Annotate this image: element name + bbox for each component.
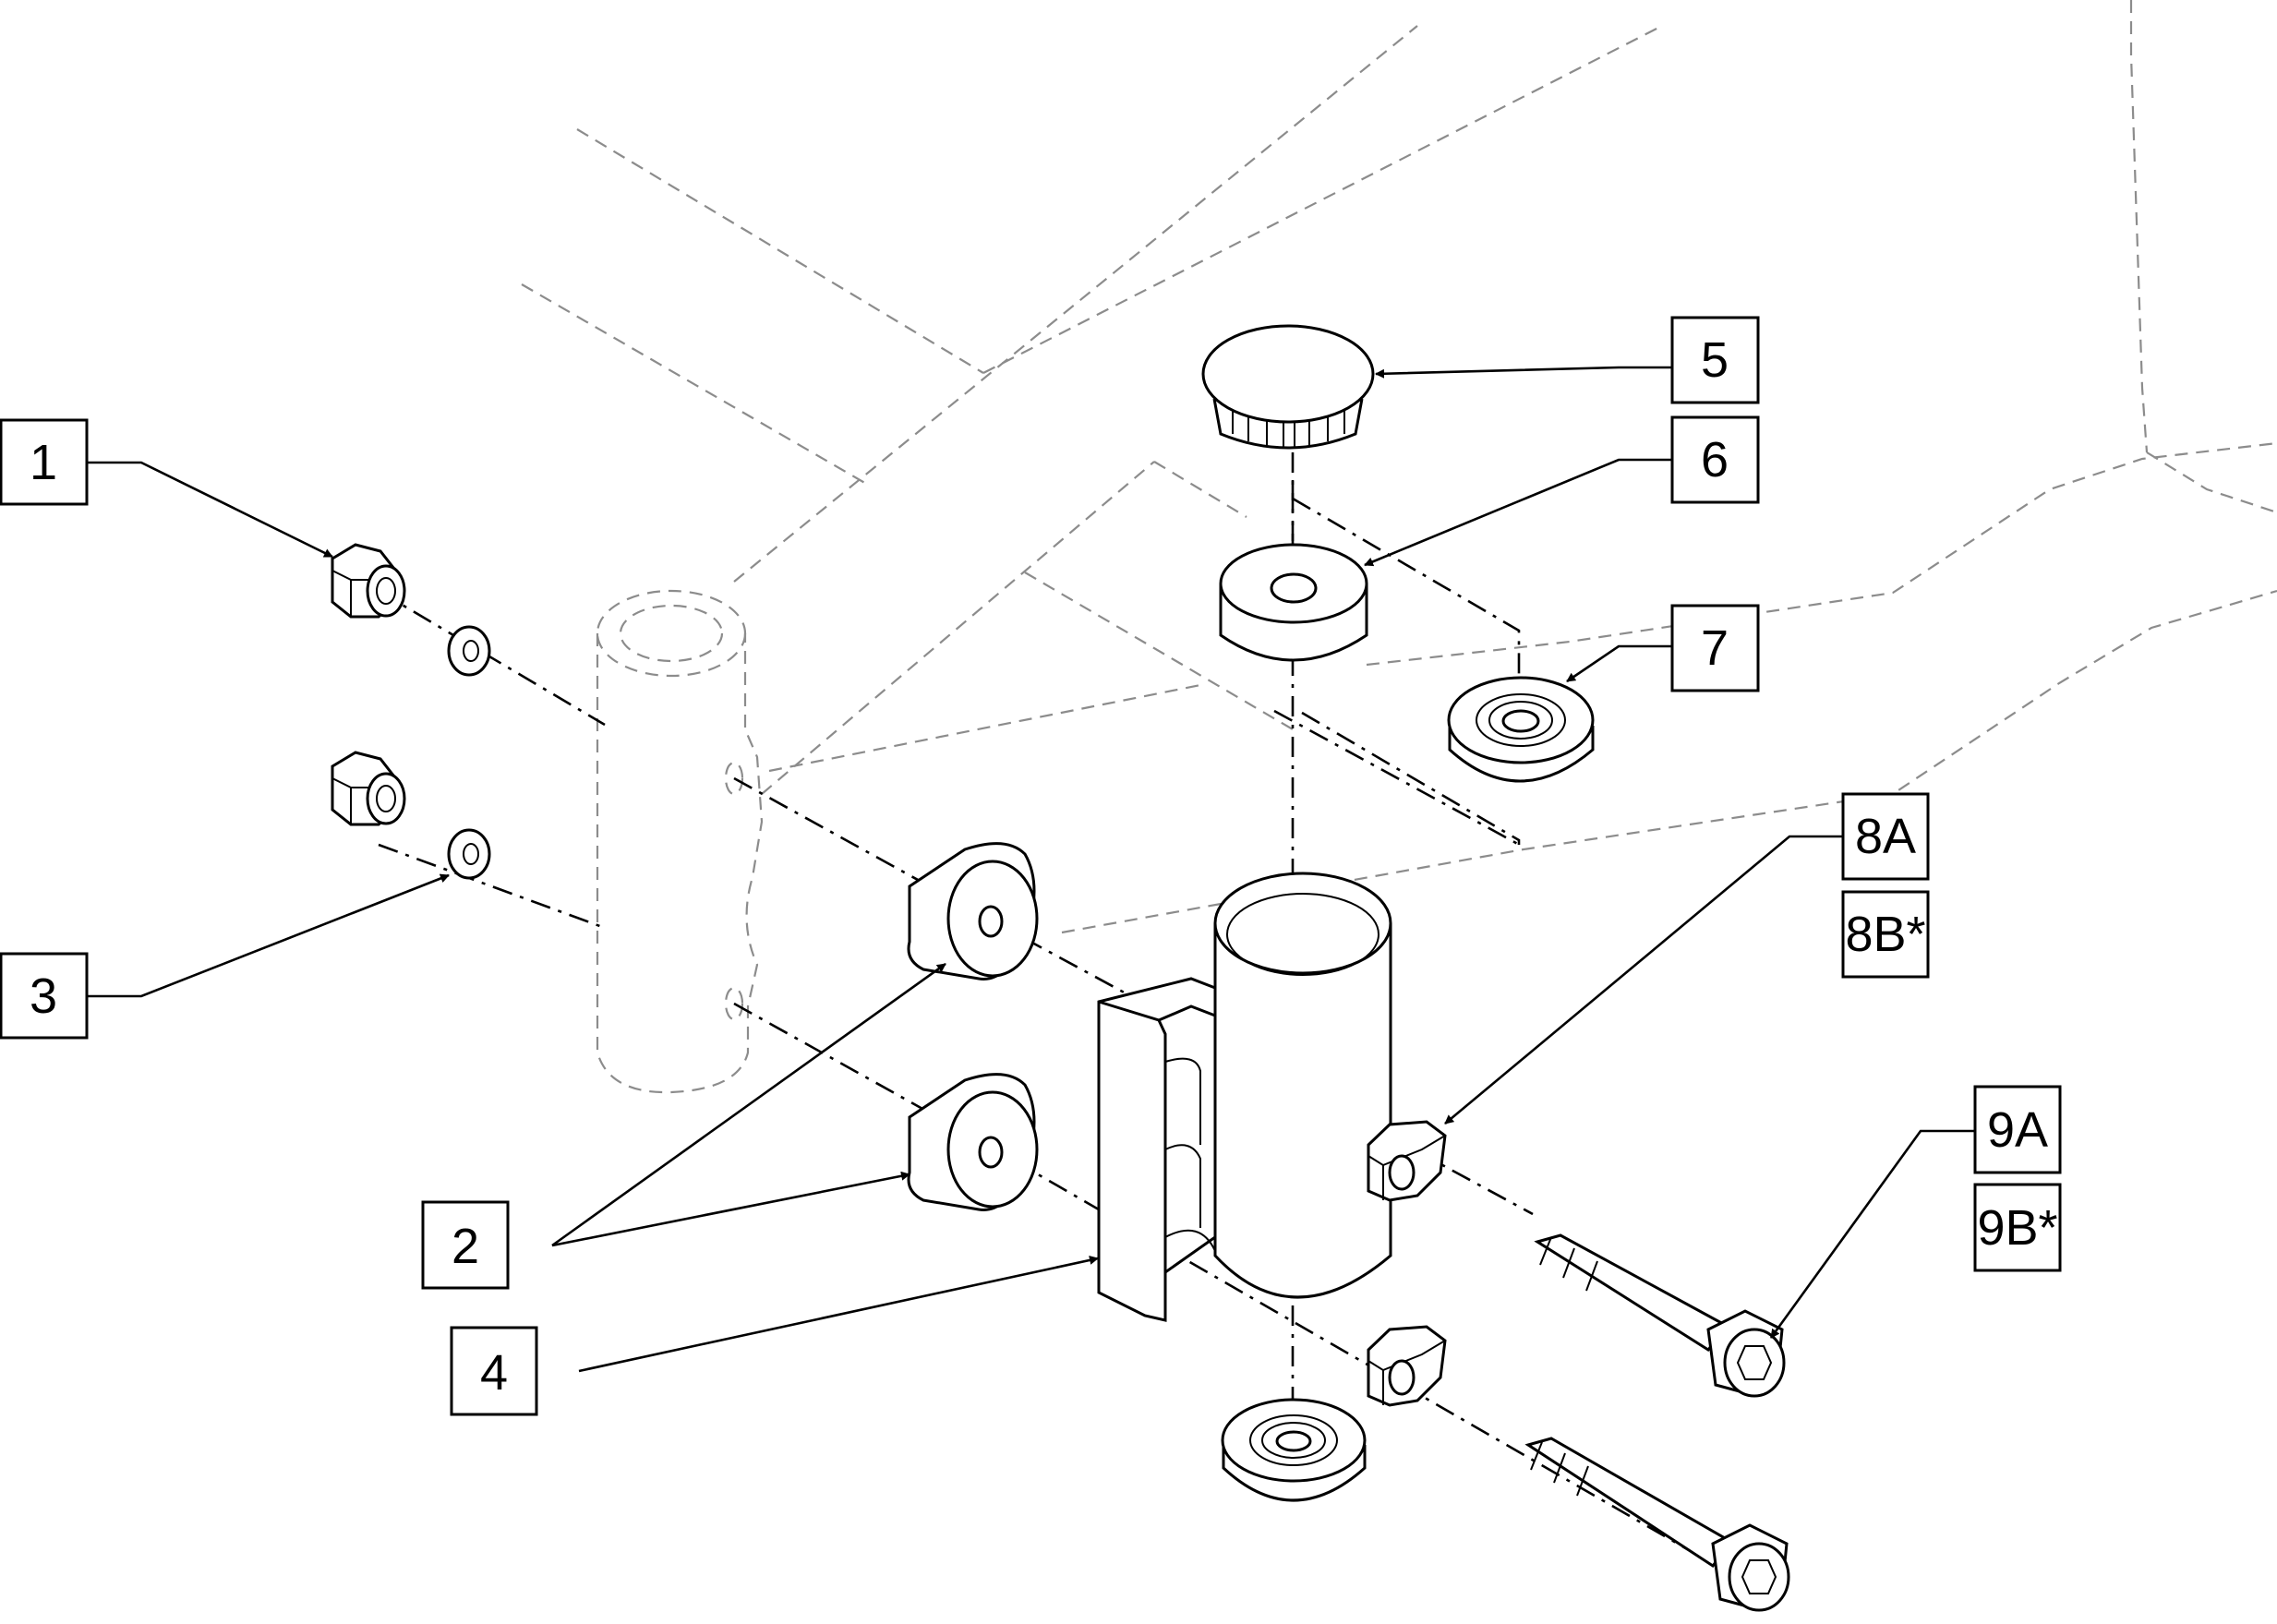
locknut-upper	[331, 543, 406, 619]
spacer-block-lower	[907, 1073, 1039, 1211]
callout-2-label: 2	[452, 1219, 479, 1274]
bolt-upper	[1534, 1233, 1786, 1398]
nut-lower	[1367, 1325, 1447, 1407]
callout-9b-label: 9B*	[1977, 1200, 2057, 1256]
callout-8a: 8A	[1841, 792, 1930, 881]
callout-6: 6	[1670, 415, 1760, 504]
callout-8b-label: 8B*	[1845, 907, 1925, 962]
callout-9a-label: 9A	[1987, 1102, 2048, 1158]
callout-5-label: 5	[1701, 332, 1729, 388]
assembly-axes	[378, 452, 1755, 1590]
spacer-ring	[1219, 543, 1368, 662]
bottom-bearing	[1221, 1398, 1367, 1502]
callout-9a: 9A	[1973, 1085, 2062, 1174]
bolt-lower	[1524, 1437, 1790, 1612]
callout-leaders	[87, 366, 1975, 1373]
callout-2: 2	[421, 1200, 510, 1290]
callout-9b: 9B*	[1973, 1183, 2062, 1272]
callout-7-label: 7	[1701, 620, 1729, 676]
spacer-block-upper	[907, 842, 1039, 980]
washer-lower	[447, 828, 491, 880]
pivot-bracket	[1097, 872, 1392, 1322]
callout-1-label: 1	[30, 435, 57, 490]
callout-3-label: 3	[30, 968, 57, 1024]
callout-3: 3	[0, 952, 89, 1040]
bearing	[1447, 676, 1595, 783]
callout-1: 1	[0, 418, 89, 506]
washer-upper	[447, 625, 491, 677]
callout-6-label: 6	[1701, 432, 1729, 487]
callout-7: 7	[1670, 604, 1760, 692]
reference-frame	[521, 0, 2277, 1094]
end-cap	[1201, 324, 1375, 450]
callout-5: 5	[1670, 316, 1760, 404]
callout-4: 4	[450, 1326, 538, 1416]
callout-4-label: 4	[480, 1345, 508, 1401]
nut-upper	[1367, 1120, 1447, 1202]
callout-8a-label: 8A	[1855, 809, 1916, 864]
locknut-lower	[331, 751, 406, 826]
callout-8b: 8B*	[1841, 890, 1930, 979]
